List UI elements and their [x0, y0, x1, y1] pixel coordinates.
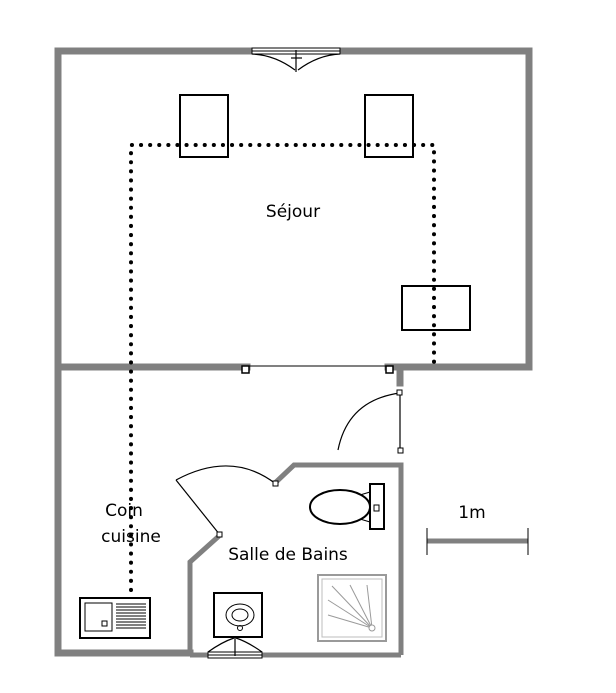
- room-label-cuisine: cuisine: [101, 527, 161, 547]
- toilet: [309, 483, 385, 530]
- room-label-coin: Coin: [105, 501, 143, 521]
- room-label-sejour: Séjour: [266, 202, 320, 222]
- shower: [317, 574, 387, 642]
- bathroom-walls: [187, 462, 404, 658]
- opening-post-right: [385, 365, 394, 374]
- door-bathroom: [175, 465, 279, 538]
- scale-label: 1m: [458, 503, 485, 523]
- window-bathroom: [207, 636, 263, 659]
- room-label-salle-de-bains: Salle de Bains: [228, 545, 348, 565]
- scale-bar: [426, 528, 529, 555]
- window-top: [251, 47, 341, 72]
- washbasin: [213, 592, 263, 638]
- opening-post-left: [241, 365, 250, 374]
- armchair-right: [364, 94, 414, 158]
- outer-walls: [54, 47, 533, 657]
- door-entrance: [337, 389, 404, 454]
- armchair-left: [179, 94, 229, 158]
- side-table: [401, 285, 471, 331]
- kitchen-sink: [79, 597, 151, 639]
